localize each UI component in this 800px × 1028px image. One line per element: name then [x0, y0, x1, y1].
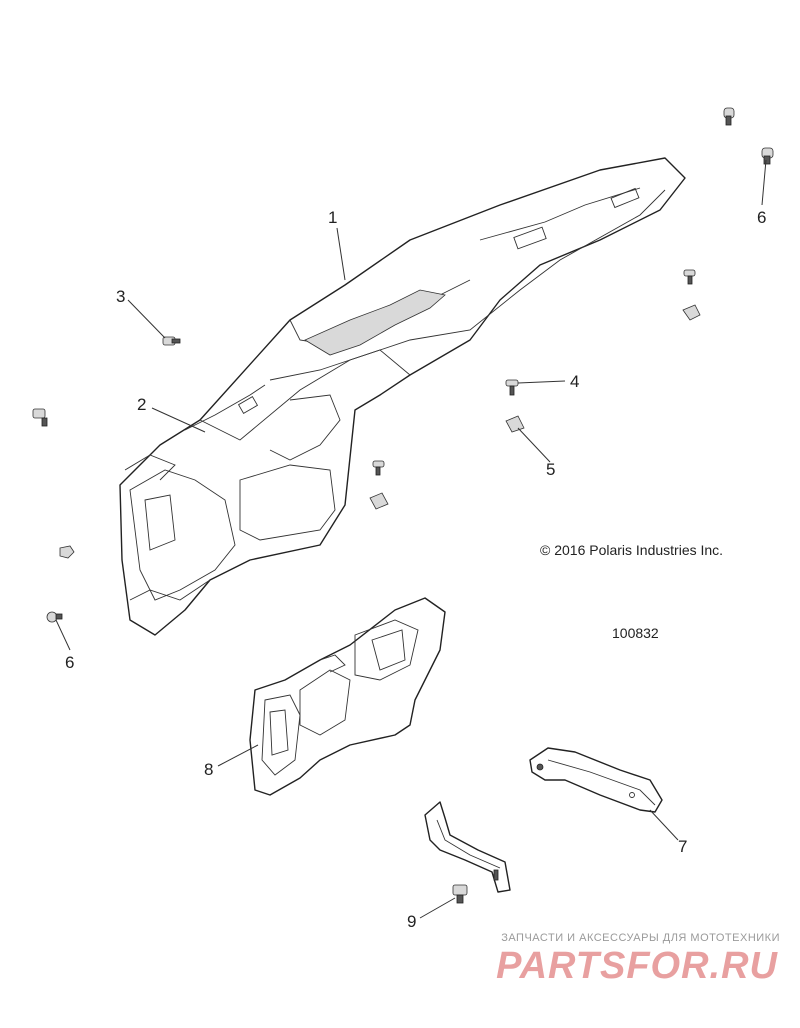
callout-2: 2 — [137, 395, 146, 414]
lower-bracket — [424, 801, 511, 893]
callout-4: 4 — [570, 372, 579, 391]
clip-center-icon — [369, 492, 389, 510]
callout-9: 9 — [407, 912, 416, 931]
screw-top-icon — [723, 107, 735, 126]
lower-side-panel — [249, 597, 446, 796]
screw-4-icon — [505, 379, 519, 396]
clip-right-icon — [682, 304, 701, 321]
bolt-9-icon — [452, 884, 468, 904]
nut-left-icon — [59, 545, 75, 559]
watermark-tagline: ЗАПЧАСТИ И АКСЕССУАРЫ ДЛЯ МОТОТЕХНИКИ — [501, 932, 780, 944]
watermark-logo: PARTSFOR.RU — [496, 945, 778, 987]
bolt-3-icon — [162, 336, 181, 346]
callout-8: 8 — [204, 760, 213, 779]
right-bracket — [529, 747, 663, 813]
bolt-6-left-icon — [46, 611, 63, 623]
callout-7: 7 — [678, 837, 687, 856]
diagram-number: 100832 — [612, 625, 659, 641]
fasteners — [32, 107, 774, 904]
leader-lines — [55, 159, 767, 919]
clip-5-icon — [505, 415, 525, 433]
bolt-left-icon — [32, 408, 48, 427]
screw-center-icon — [372, 460, 385, 476]
copyright-note: © 2016 Polaris Industries Inc. — [540, 542, 723, 558]
callout-6-right: 6 — [757, 208, 766, 227]
main-fender-panel — [119, 157, 686, 636]
callout-3: 3 — [116, 287, 125, 306]
callout-5: 5 — [546, 460, 555, 479]
callout-1: 1 — [328, 208, 337, 227]
screw-right-icon — [683, 269, 696, 285]
callout-6-left: 6 — [65, 653, 74, 672]
screw-6-right-icon — [761, 147, 774, 165]
